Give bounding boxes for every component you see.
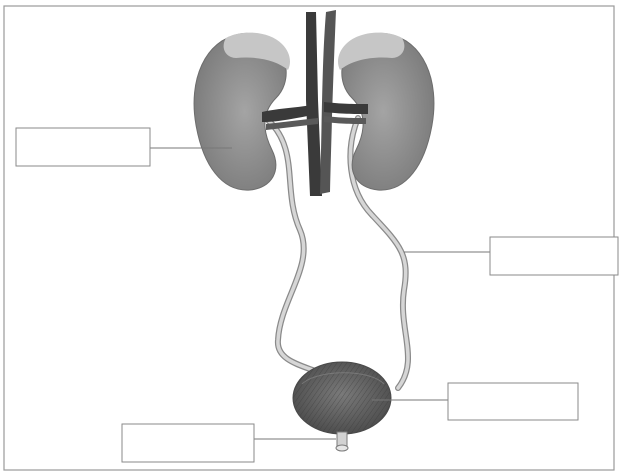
bladder [293,362,391,434]
urethra [336,432,348,451]
label-box-urethra[interactable] [122,424,254,462]
label-box-ureter[interactable] [490,237,618,275]
label-box-kidney[interactable] [16,128,150,166]
label-box-bladder[interactable] [448,383,578,420]
